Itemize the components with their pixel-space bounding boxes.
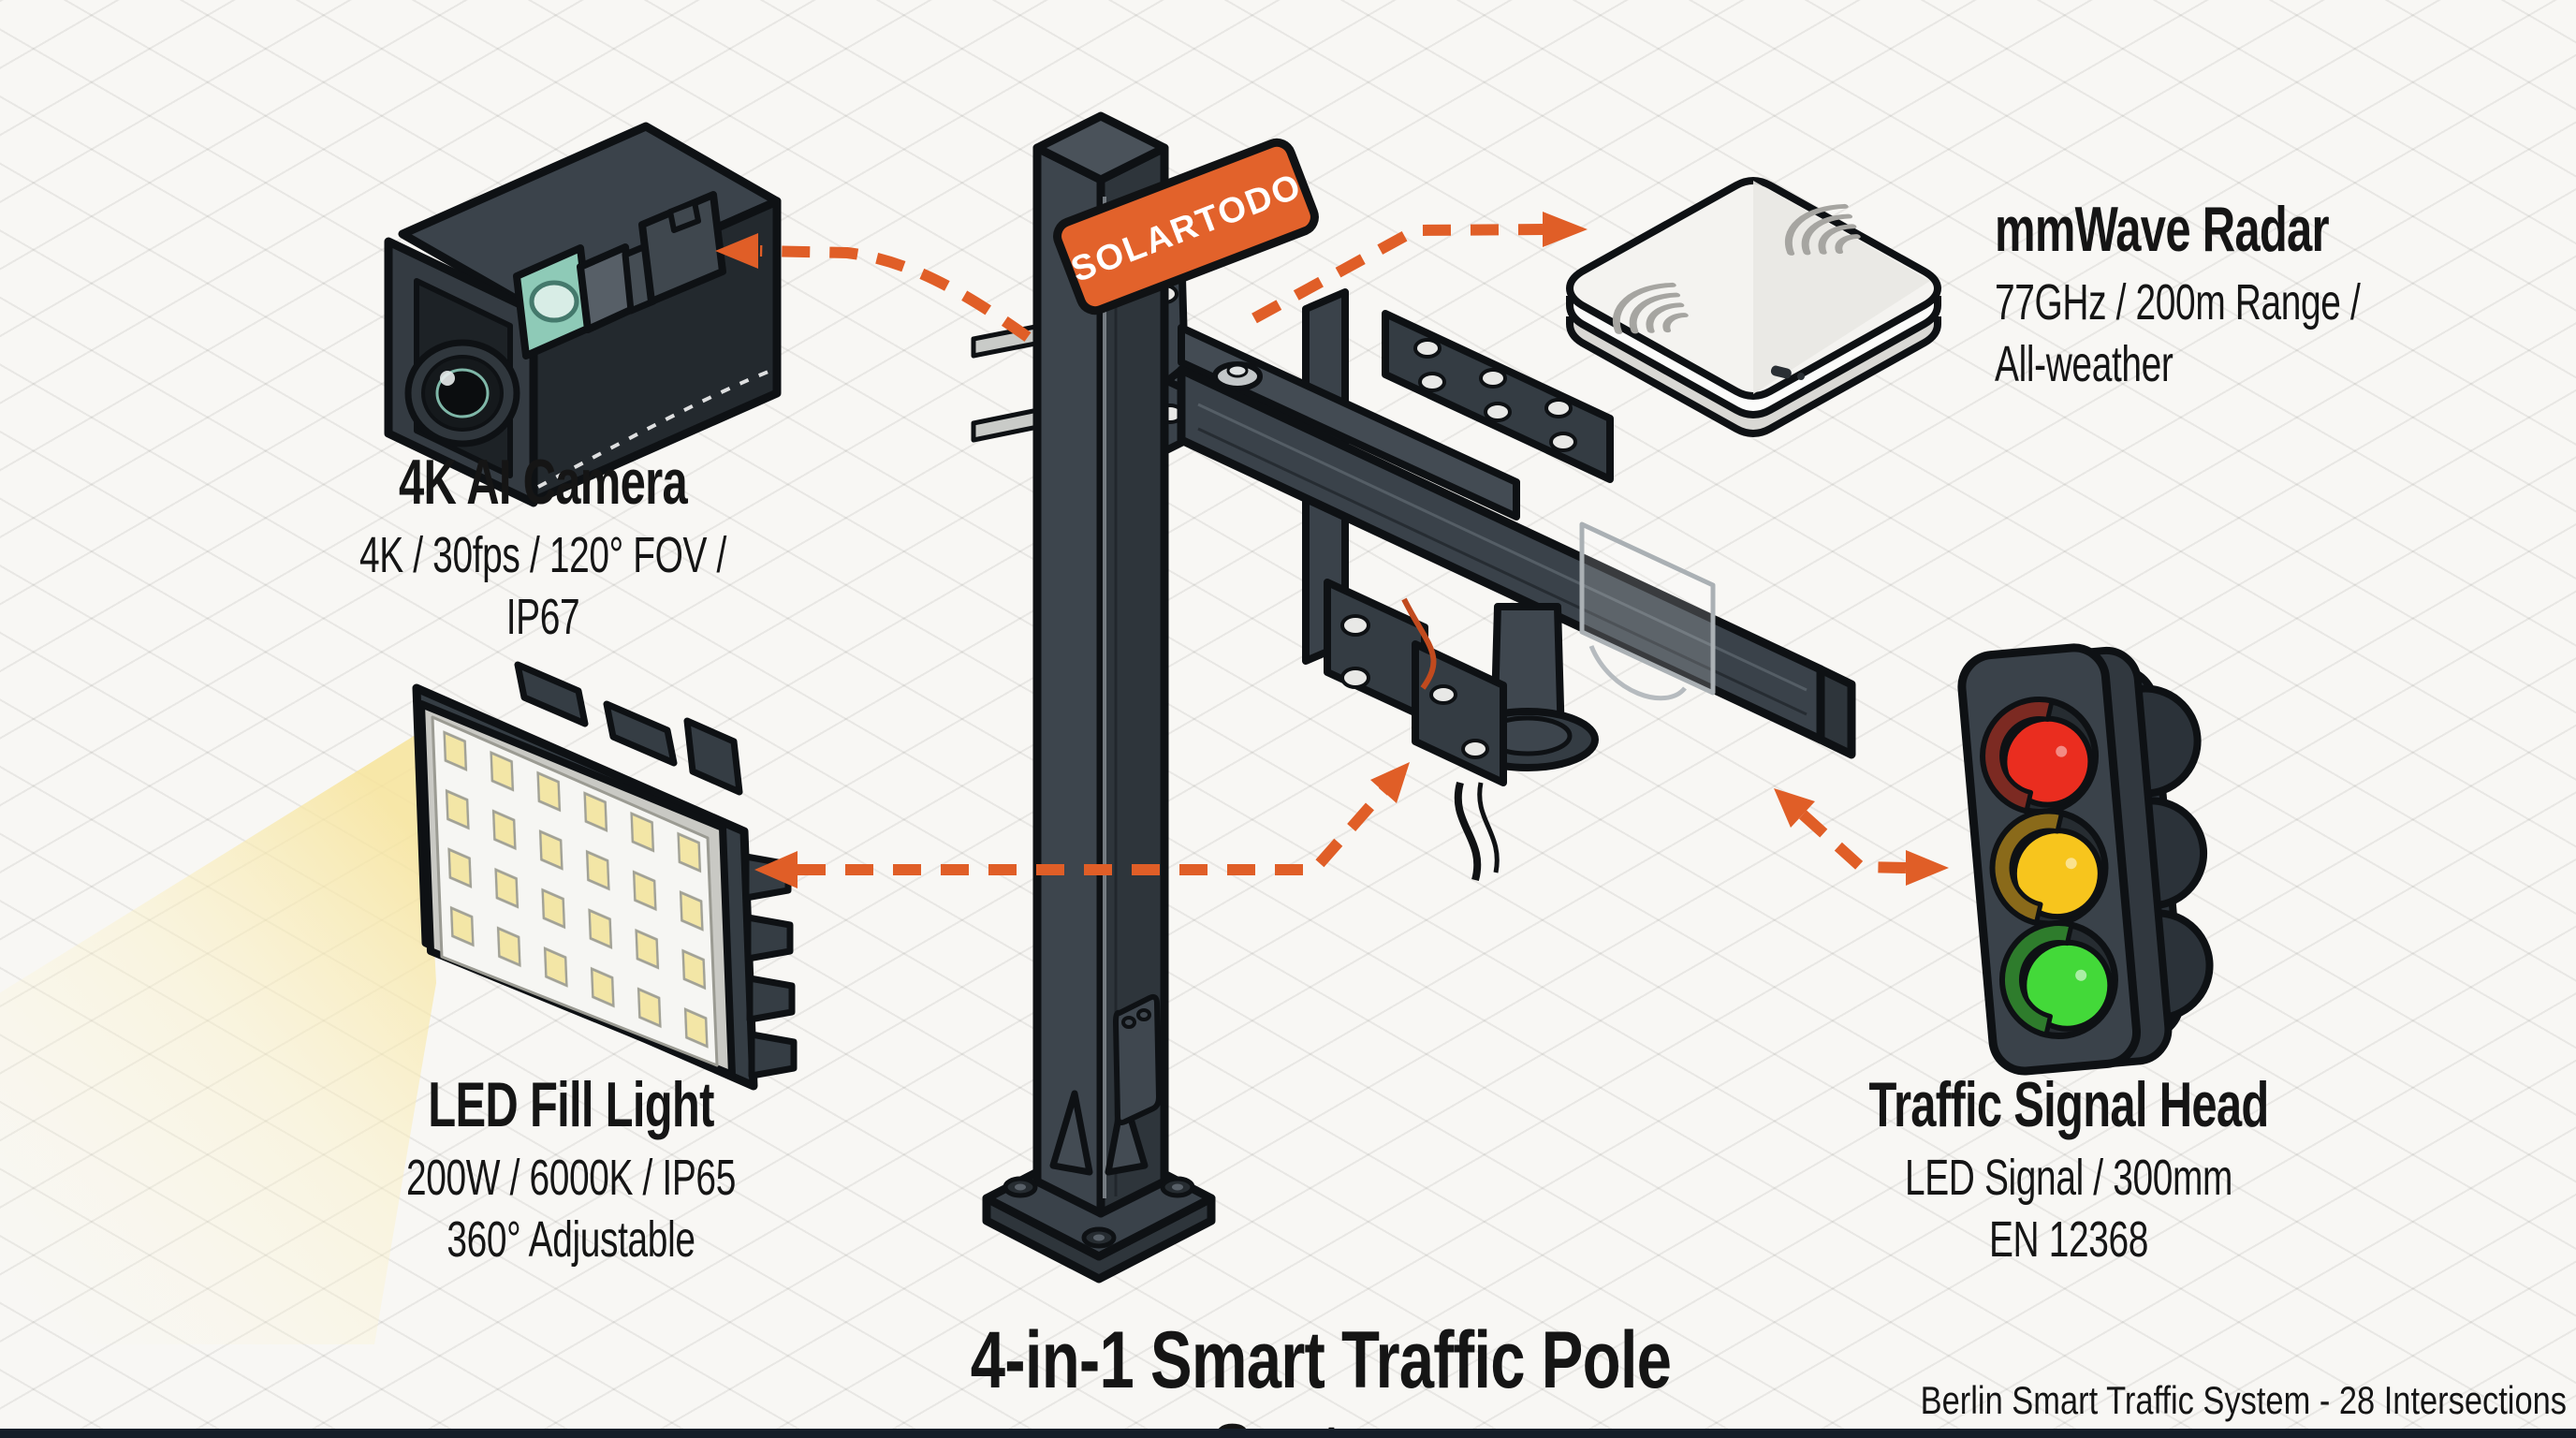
connector-arrows [715, 212, 1949, 888]
radar-label-block: mmWave Radar 77GHz / 200m Range / All-we… [1995, 194, 2412, 396]
signal-title: Traffic Signal Head [1868, 1069, 2269, 1140]
led-spec-line: 200W / 6000K / IP65 [406, 1150, 736, 1207]
camera-illustration [384, 122, 782, 507]
led-light-illustration [412, 661, 798, 1091]
camera-label-block: 4K AI Camera 4K / 30fps / 120° FOV / IP6… [341, 447, 745, 649]
camera-title: 4K AI Camera [399, 447, 688, 518]
signal-amber-light [1989, 808, 2109, 928]
radar-spec-line: 77GHz / 200m Range / [1995, 274, 2361, 331]
arrow-to-camera [715, 233, 1032, 342]
radar-spec-line: All-weather [1995, 336, 2174, 393]
signal-spec-line: EN 12368 [1988, 1211, 2149, 1269]
led-title: LED Fill Light [428, 1069, 714, 1140]
radar-illustration [1566, 177, 1941, 437]
radar-port-icon [1770, 365, 1805, 380]
led-spec-line: 360° Adjustable [446, 1211, 695, 1269]
traffic-signal-illustration [1957, 643, 2214, 1076]
led-beam-glow [0, 730, 436, 1344]
arrow-to-led-light [754, 762, 1410, 888]
radar-title: mmWave Radar [1995, 194, 2330, 265]
traffic-pole-illustration: SOLARTODO [971, 111, 1856, 1284]
arrow-to-radar [1251, 212, 1588, 324]
diagram-title: 4-in-1 Smart Traffic Pole System [970, 1315, 1672, 1438]
led-label-block: LED Fill Light 200W / 6000K / IP65 360° … [369, 1069, 773, 1271]
camera-spec-line: 4K / 30fps / 120° FOV / IP67 [359, 527, 726, 646]
arrow-to-signal [1774, 788, 1949, 886]
bottom-bar [0, 1429, 2576, 1438]
signal-green-light [1998, 920, 2118, 1040]
signal-label-block: Traffic Signal Head LED Signal / 300mm E… [1866, 1069, 2271, 1271]
footer-note: Berlin Smart Traffic System - 28 Interse… [1920, 1378, 2567, 1422]
signal-spec-line: LED Signal / 300mm [1904, 1150, 2233, 1207]
signal-red-light [1980, 696, 2100, 815]
